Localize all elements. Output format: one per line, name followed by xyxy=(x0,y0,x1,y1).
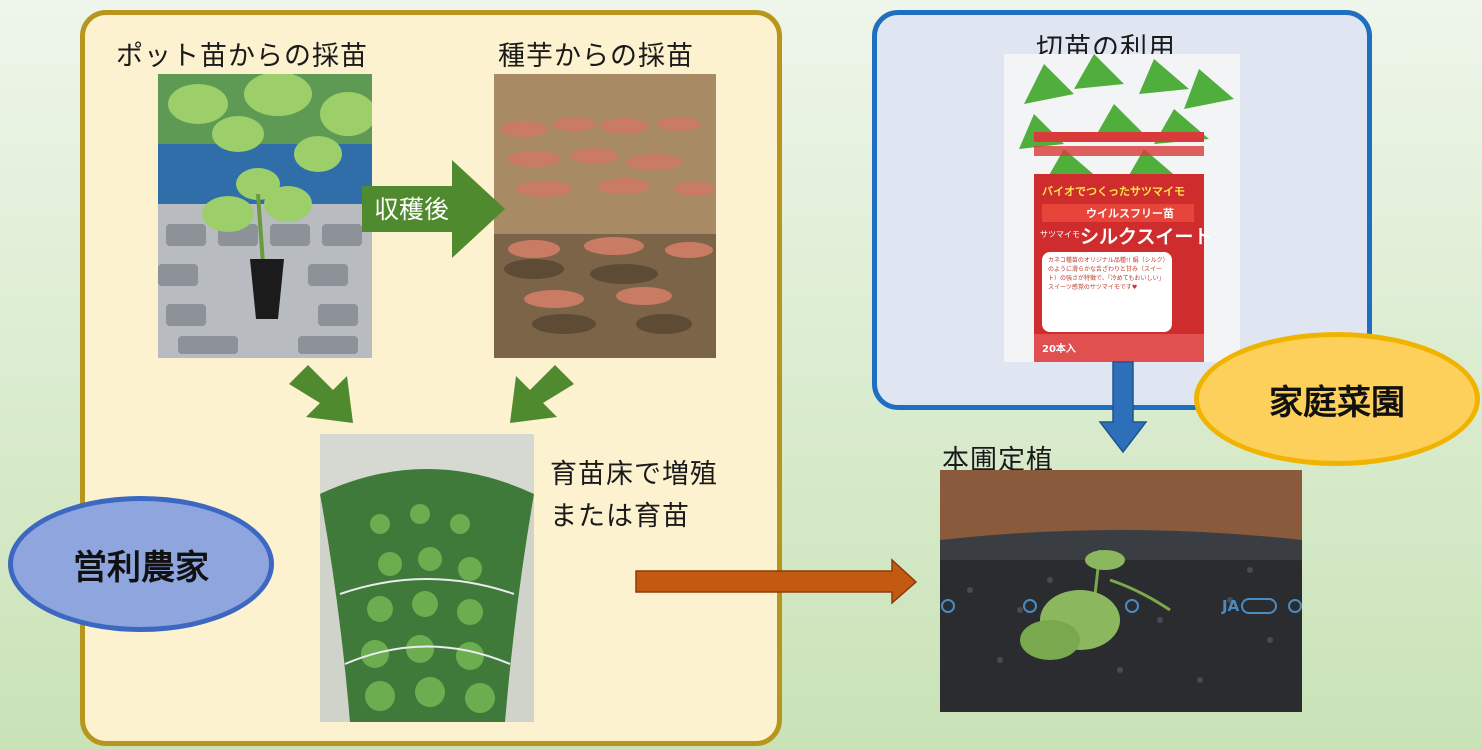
package-description: カネコ種苗のオリジナル品種!! 絹（シルク）のように滑らかな舌ざわりと甘み（スイ… xyxy=(1048,257,1166,291)
pot-seedling-photo xyxy=(158,74,372,358)
package-variety: シルクスイート xyxy=(1080,226,1213,248)
nursery-bed-photo xyxy=(320,434,534,722)
seed-tuber-label: 種芋からの採苗 xyxy=(498,41,694,72)
home-garden-badge: 家庭菜園 xyxy=(1194,332,1480,466)
mulch-marking: JA xyxy=(1222,597,1240,615)
field-planting-photo: JA xyxy=(940,470,1302,712)
harvest-arrow-label: 収穫後 xyxy=(374,195,450,224)
package-tagline: バイオでつくったサツマイモ xyxy=(1042,185,1185,198)
package-banner: ウイルスフリー苗 xyxy=(1086,207,1174,220)
commercial-farmer-badge: 営利農家 xyxy=(8,496,274,632)
seed-tuber-photo xyxy=(494,74,716,358)
package-variety-prefix: サツマイモ xyxy=(1040,230,1080,239)
nursery-label-line2: または育苗 xyxy=(550,501,690,532)
package-count: 20本入 xyxy=(1042,344,1076,355)
nursery-label-line1: 育苗床で増殖 xyxy=(550,459,718,490)
commercial-farmer-badge-text: 営利農家 xyxy=(73,547,209,588)
cut-seedling-package-photo: バイオでつくったサツマイモ ウイルスフリー苗 サツマイモ シルクスイート カネコ… xyxy=(1004,54,1240,362)
home-garden-badge-text: 家庭菜園 xyxy=(1269,382,1405,423)
pot-seedling-label: ポット苗からの採苗 xyxy=(116,41,368,72)
nursery-label: 育苗床で増殖 または育苗 xyxy=(550,454,718,538)
